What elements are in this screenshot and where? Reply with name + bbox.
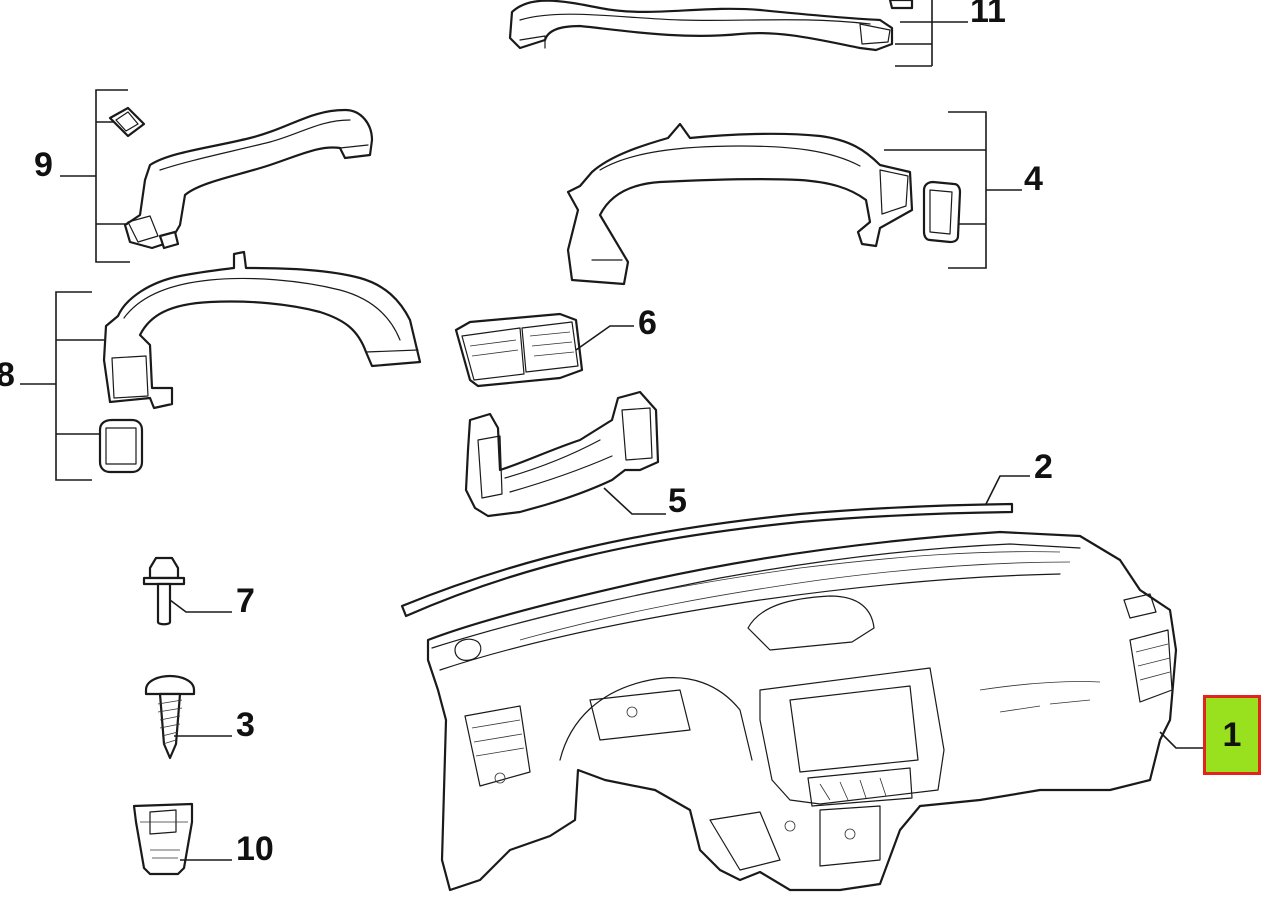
part-2-seal-strip[interactable]	[400, 502, 1014, 618]
callout-1-highlighted[interactable]: 1	[1203, 695, 1261, 775]
callout-10[interactable]: 10	[236, 830, 274, 868]
callout-8[interactable]: 8	[0, 356, 15, 394]
part-5-air-duct[interactable]	[464, 390, 660, 518]
part-4-air-duct[interactable]	[566, 122, 962, 286]
callout-3[interactable]: 3	[236, 706, 255, 744]
callout-9[interactable]: 9	[34, 146, 53, 184]
part-11-air-duct[interactable]	[508, 0, 914, 52]
leader-lines	[20, 0, 1203, 861]
callout-5[interactable]: 5	[668, 482, 687, 520]
part-9-air-duct[interactable]	[108, 106, 374, 250]
part-6-center-vent[interactable]	[454, 312, 584, 388]
callout-7[interactable]: 7	[236, 582, 255, 620]
callout-6[interactable]: 6	[638, 304, 657, 342]
part-3-screw[interactable]	[144, 674, 196, 760]
part-7-bolt[interactable]	[142, 556, 186, 626]
part-10-clip-nut[interactable]	[132, 802, 194, 876]
callout-11[interactable]: 11	[970, 0, 1006, 30]
part-8-air-duct[interactable]	[98, 250, 422, 474]
callout-4[interactable]: 4	[1024, 160, 1043, 198]
part-1-dashboard[interactable]	[426, 530, 1178, 892]
callout-2[interactable]: 2	[1034, 448, 1053, 486]
